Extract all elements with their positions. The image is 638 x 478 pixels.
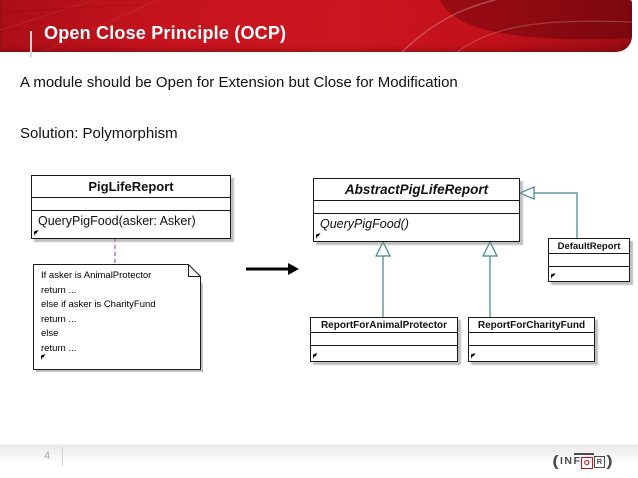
uml-method-label: QueryPigFood(asker: Asker) <box>38 214 196 228</box>
note-line: return ... <box>41 313 77 325</box>
uml-attributes-section <box>311 333 457 346</box>
logo-close-paren: ) <box>606 452 613 470</box>
infor-logo: ( IN F O R ) <box>552 452 613 470</box>
note-line: else if asker is CharityFund <box>41 299 156 311</box>
uml-attributes-section <box>32 198 230 211</box>
adornment-mark <box>471 353 476 359</box>
uml-class-abstractpiglifereport: AbstractPigLifeReport QueryPigFood() <box>313 178 520 242</box>
footer-gradient-band <box>0 444 638 461</box>
transform-arrow <box>246 263 299 275</box>
logo-letter-f: F <box>573 455 580 467</box>
uml-class-title: PigLifeReport <box>32 176 230 198</box>
note-pseudocode-lines: If asker is AnimalProtector return ... e… <box>41 269 156 357</box>
inheritance-line-charityfund <box>482 240 498 317</box>
logo-open-paren: ( <box>552 452 559 470</box>
uml-class-title: AbstractPigLifeReport <box>314 179 519 201</box>
note-line: If asker is AnimalProtector <box>41 270 152 281</box>
note-line: return ... <box>41 342 77 354</box>
uml-methods-section: QueryPigFood() <box>314 214 519 241</box>
inheritance-line-defaultreport <box>518 186 578 238</box>
uml-attributes-section <box>314 201 519 214</box>
solution-statement: Solution: Polymorphism <box>20 125 178 142</box>
uml-note-pseudocode: If asker is AnimalProtector return ... e… <box>33 264 205 374</box>
adornment-mark <box>313 353 318 359</box>
principle-statement: A module should be Open for Extension bu… <box>20 74 458 91</box>
page-title: Open Close Principle (OCP) <box>44 23 287 43</box>
uml-attributes-section <box>549 254 629 267</box>
adornment-mark <box>41 354 46 360</box>
adornment-mark <box>316 233 321 239</box>
uml-methods-section: QueryPigFood(asker: Asker) <box>32 211 230 238</box>
uml-method-label: QueryPigFood() <box>320 217 409 231</box>
banner-swoosh-art <box>0 0 632 52</box>
uml-class-defaultreport: DefaultReport <box>548 238 630 282</box>
header-banner <box>0 0 632 52</box>
uml-methods-section <box>311 346 457 361</box>
uml-class-title: ReportForAnimalProtector <box>311 318 457 333</box>
logo-letter-o: O <box>580 457 593 469</box>
logo-letters-in: IN <box>560 455 574 467</box>
uml-class-reportforcharityfund: ReportForCharityFund <box>468 317 595 362</box>
adornment-mark <box>34 230 39 236</box>
uml-methods-section <box>469 346 594 361</box>
footer-tick-line <box>62 447 63 466</box>
note-line: return ... <box>41 284 77 296</box>
uml-attributes-section <box>469 333 594 346</box>
page-number: 4 <box>44 450 51 462</box>
note-outline <box>33 264 203 372</box>
uml-class-piglifereport: PigLifeReport QueryPigFood(asker: Asker) <box>31 175 231 239</box>
uml-class-title: DefaultReport <box>549 239 629 254</box>
logo-letter-r: R <box>593 456 606 468</box>
logo-letters-fo: F O <box>573 453 594 469</box>
adornment-mark <box>551 273 556 279</box>
title-accent-tick <box>30 31 32 57</box>
uml-class-reportforanimalprotector: ReportForAnimalProtector <box>310 317 458 362</box>
inheritance-line-animalprotector <box>375 240 391 317</box>
note-line: else <box>41 328 59 340</box>
uml-methods-section <box>549 267 629 281</box>
uml-class-title: ReportForCharityFund <box>469 318 594 333</box>
